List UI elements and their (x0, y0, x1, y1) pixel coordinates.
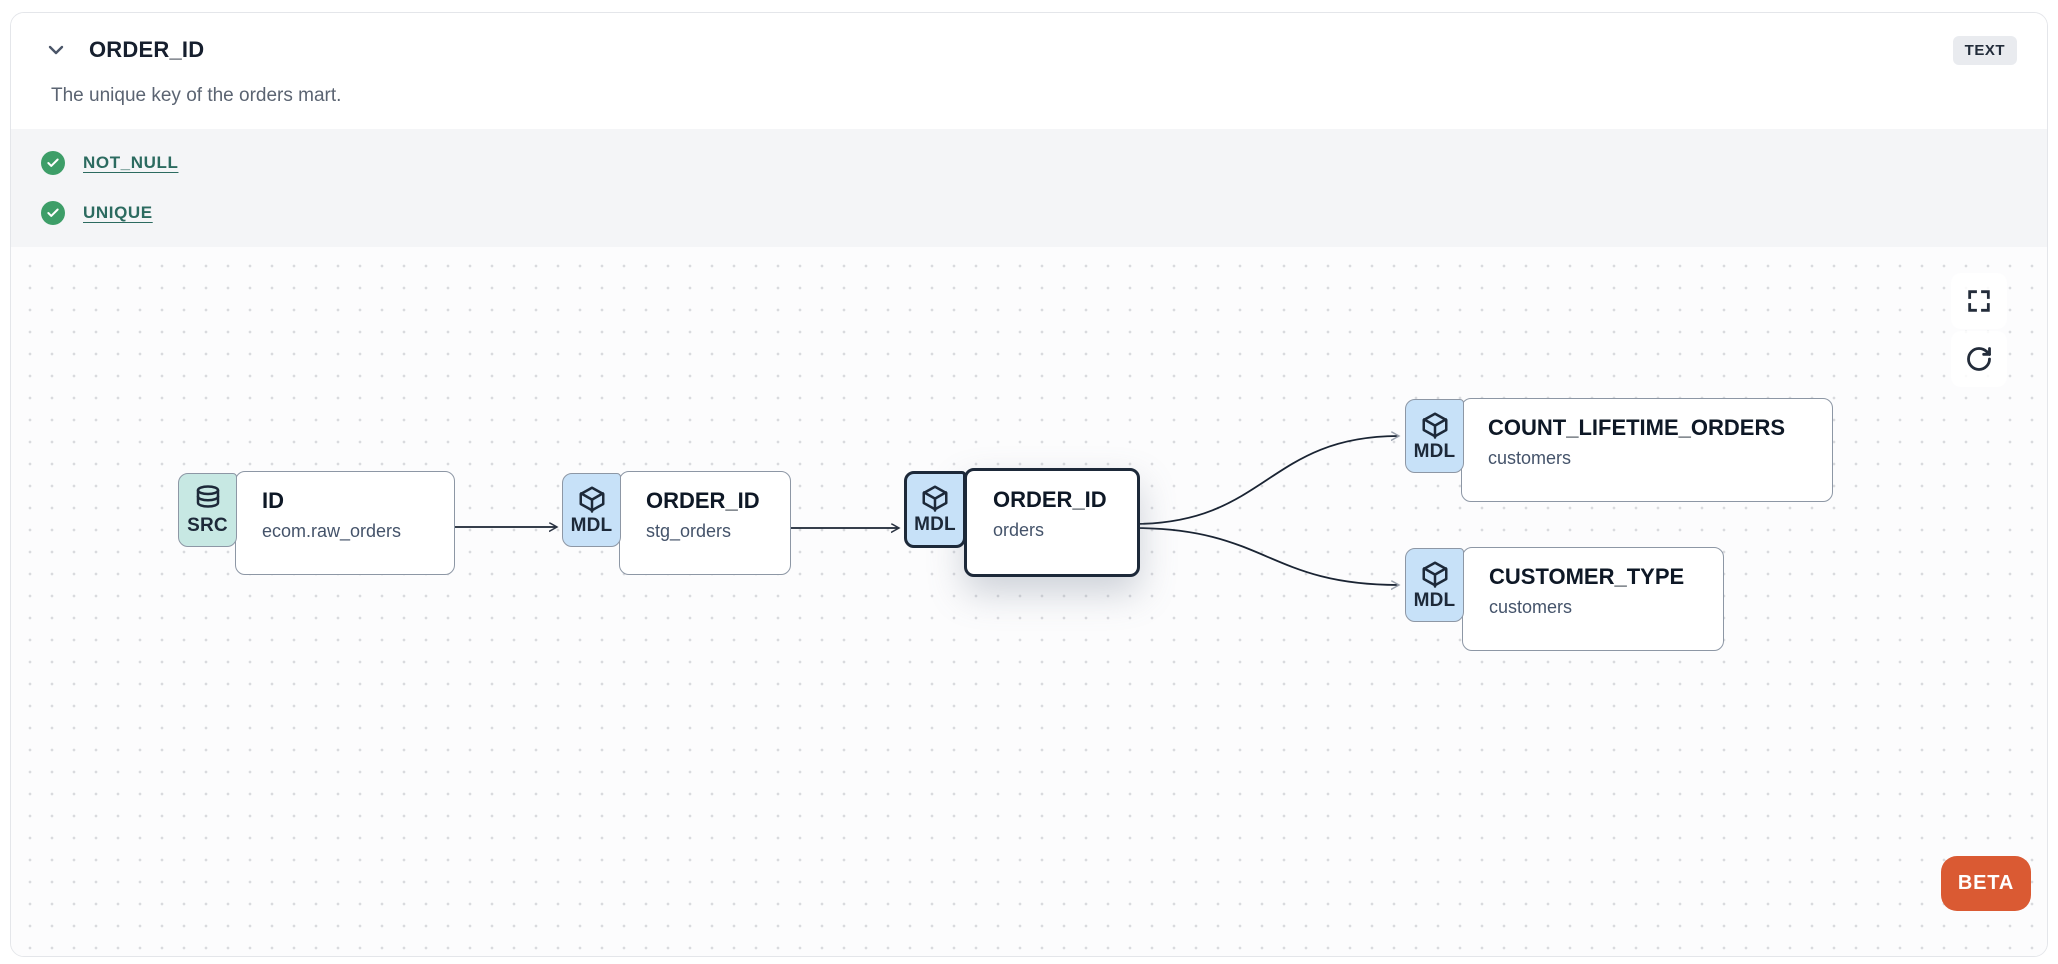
node-subtitle: orders (993, 520, 1045, 540)
node-subtitle: ecom.raw_orders (262, 521, 402, 541)
refresh-button[interactable] (1951, 331, 2007, 387)
column-type-badge: TEXT (1952, 35, 2017, 65)
check-circle-icon (41, 201, 65, 225)
cube-icon (579, 486, 604, 513)
cube-icon (922, 485, 948, 512)
test-row: UNIQUE (41, 201, 2017, 225)
node-title: ORDER_ID (646, 488, 760, 513)
page-title: ORDER_ID (89, 37, 205, 62)
cube-icon (1422, 412, 1447, 439)
node-badge-mdl: MDL (1405, 548, 1464, 622)
lineage-canvas[interactable]: SRC ID ecom.raw_orders MDL ORDER_ID stg_… (11, 247, 2047, 956)
chevron-down-icon (48, 45, 64, 55)
collapse-toggle[interactable] (41, 35, 71, 65)
lineage-node-stg-orders[interactable]: ORDER_ID stg_orders (619, 471, 791, 575)
node-badge-mdl-selected: MDL (904, 471, 966, 548)
lineage-node-count-lifetime-orders[interactable]: COUNT_LIFETIME_ORDERS customers (1461, 398, 1833, 502)
node-title: ID (262, 488, 284, 513)
beta-badge: BETA (1941, 856, 2031, 911)
lineage-node-orders-selected[interactable]: ORDER_ID orders (964, 468, 1140, 577)
cube-icon (1422, 561, 1447, 588)
node-subtitle: customers (1488, 448, 1572, 468)
test-row: NOT_NULL (41, 151, 2017, 175)
fullscreen-icon (1968, 290, 1990, 312)
column-description: The unique key of the orders mart. (51, 85, 342, 106)
refresh-icon (1967, 347, 1991, 371)
test-link-unique[interactable]: UNIQUE (83, 203, 153, 222)
node-badge-src: SRC (178, 473, 237, 547)
test-link-not-null[interactable]: NOT_NULL (83, 153, 179, 172)
node-badge-mdl: MDL (562, 473, 621, 547)
lineage-node-id[interactable]: ID ecom.raw_orders (235, 471, 455, 575)
node-title: ORDER_ID (993, 487, 1107, 512)
column-details-panel: ORDER_ID TEXT The unique key of the orde… (10, 12, 2048, 957)
database-icon (196, 484, 219, 508)
node-subtitle: customers (1489, 597, 1573, 617)
fullscreen-button[interactable] (1951, 273, 2007, 329)
node-subtitle: stg_orders (646, 521, 732, 541)
lineage-node-customer-type[interactable]: CUSTOMER_TYPE customers (1462, 547, 1724, 651)
check-circle-icon (41, 151, 65, 175)
node-title: CUSTOMER_TYPE (1489, 564, 1685, 589)
lineage-edges (454, 247, 2047, 956)
panel-header: ORDER_ID TEXT The unique key of the orde… (11, 13, 2047, 129)
tests-section: NOT_NULL UNIQUE (11, 129, 2047, 247)
node-badge-mdl: MDL (1405, 399, 1464, 473)
node-title: COUNT_LIFETIME_ORDERS (1488, 415, 1786, 440)
